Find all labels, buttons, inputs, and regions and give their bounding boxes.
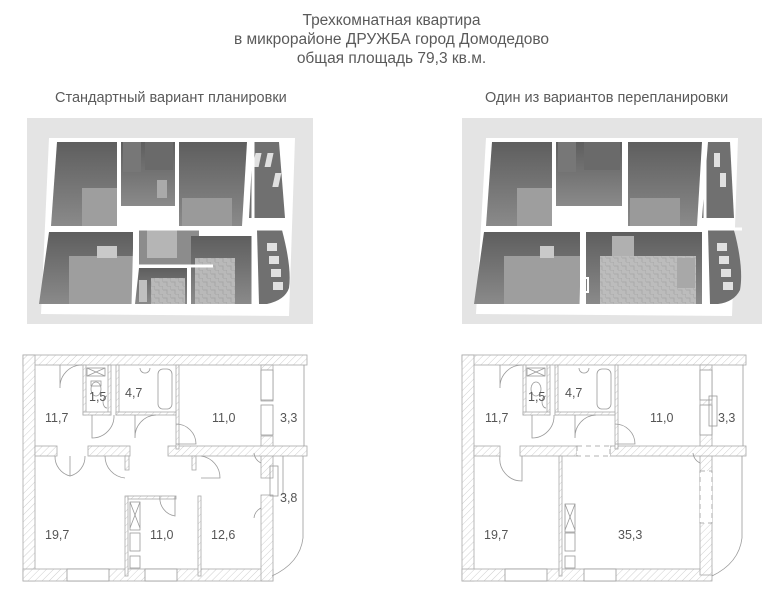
title-line-3: общая площадь 79,3 кв.м.	[296, 50, 487, 67]
area-bedroom-top: 11,0	[212, 411, 236, 425]
area-wc: 1,5	[89, 390, 107, 404]
title-line-1: Трехкомнатная квартира	[302, 12, 481, 29]
area-balcony-bottom: 3,8	[280, 491, 298, 505]
redesign-floor-plan: 11,7 1,5 4,7 11,0 3,3 19,7 35,3	[455, 348, 775, 593]
area-bath: 4,7	[125, 386, 143, 400]
area-living-room: 19,7	[45, 528, 70, 542]
area-bedroom-bottom: 12,6	[211, 528, 236, 542]
area-hall: 11,7	[45, 411, 69, 425]
redesign-variant-heading: Один из вариантов перепланировки	[485, 90, 729, 106]
area-hall: 11,7	[485, 411, 509, 425]
standard-floor-plan: 11,7 1,5 4,7 11,0 3,3 19,7 11,0 12,6 3,8	[20, 348, 320, 593]
page-title: Трехкомнатная квартира в микрорайоне ДРУ…	[0, 11, 783, 68]
title-line-2: в микрорайоне ДРУЖБА город Домодедово	[233, 31, 550, 48]
standard-variant-heading: Стандартный вариант планировки	[55, 90, 287, 106]
area-balcony-top: 3,3	[718, 411, 736, 425]
area-kitchen-living: 35,3	[618, 528, 643, 542]
redesign-3d-render	[462, 118, 762, 324]
area-living-room: 19,7	[484, 528, 509, 542]
area-bath: 4,7	[565, 386, 583, 400]
area-balcony-top: 3,3	[280, 411, 298, 425]
area-bedroom-top: 11,0	[650, 411, 674, 425]
area-wc: 1,5	[528, 390, 546, 404]
area-kitchen: 11,0	[150, 528, 174, 542]
standard-3d-render	[27, 118, 313, 324]
